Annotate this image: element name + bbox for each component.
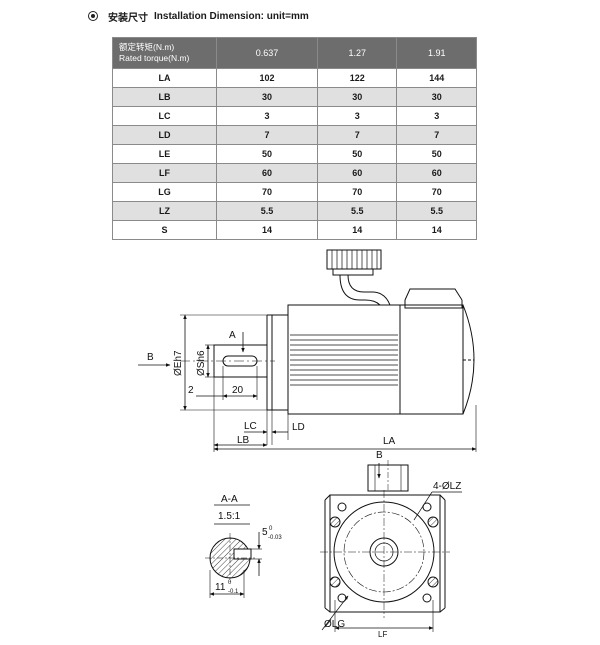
- dim-5-tol-lower: -0.03: [268, 535, 282, 541]
- header-cn: 额定转矩(N.m): [119, 42, 175, 52]
- connector-plug: [326, 249, 382, 276]
- flange: [271, 314, 289, 411]
- row-label: S: [112, 220, 217, 240]
- cell: 14: [316, 220, 398, 240]
- cell: 30: [396, 87, 477, 107]
- table-header-row: 额定转矩(N.m) Rated torque(N.m) 0.637 1.27 1…: [112, 37, 477, 69]
- cell: 50: [396, 144, 477, 164]
- section-heading: 安装尺寸 Installation Dimension: unit=mm: [88, 8, 309, 24]
- cell: 14: [216, 220, 318, 240]
- row-label: LB: [112, 87, 217, 107]
- side-view: [138, 249, 477, 452]
- dim-5-tol-upper: 0: [269, 526, 273, 532]
- header-col-1: 0.637: [216, 37, 318, 69]
- row-label: LC: [112, 106, 217, 126]
- cell: 14: [396, 220, 477, 240]
- row-label: LZ: [112, 201, 217, 221]
- cell: 30: [316, 87, 398, 107]
- header-rated-torque: 额定转矩(N.m) Rated torque(N.m): [112, 37, 217, 69]
- cell: 144: [396, 68, 477, 88]
- label-view-b: B: [147, 352, 154, 363]
- label-lc: LC: [244, 421, 257, 432]
- dim-11-label: 11: [215, 582, 226, 593]
- cell: 5.5: [216, 201, 318, 221]
- label-holes: 4-ØLZ: [433, 481, 461, 492]
- dim-11-tol-lower: -0.1: [228, 589, 239, 595]
- cable: [339, 274, 361, 301]
- cell: 30: [216, 87, 318, 107]
- cell: 50: [216, 144, 318, 164]
- dim-11-tol-upper: 0: [228, 580, 232, 586]
- cell: 60: [396, 163, 477, 183]
- cell: 70: [316, 182, 398, 202]
- label-dim-20: 20: [232, 385, 244, 396]
- cell: 7: [216, 125, 318, 145]
- motor-body: [287, 304, 464, 415]
- label-flange-dia: ØEh7: [173, 350, 184, 376]
- label-dim-2: 2: [188, 385, 194, 396]
- row-label: LG: [112, 182, 217, 202]
- label-la: LA: [383, 436, 396, 447]
- dim-5-label: 5: [262, 527, 268, 538]
- target-bullet-icon: [88, 11, 98, 21]
- front-view-labels: B 4-ØLZ ØLG LF: [324, 450, 461, 639]
- side-view-labels: A B ØEh7 ØSh6 2 20 LC LD LB LA: [147, 330, 396, 447]
- row-label: LA: [112, 68, 217, 88]
- header-col-3: 1.91: [396, 37, 477, 69]
- section-title: A-A: [221, 494, 238, 505]
- cell: 50: [316, 144, 398, 164]
- section-view: [205, 504, 262, 598]
- header-en: Rated torque(N.m): [119, 53, 190, 63]
- label-section-a: A: [229, 330, 236, 341]
- cell: 3: [216, 106, 318, 126]
- row-label: LD: [112, 125, 217, 145]
- square-flange: [329, 494, 441, 613]
- cooling-fins: [290, 334, 398, 386]
- row-label: LF: [112, 163, 217, 183]
- label-shaft-dia: ØSh6: [196, 350, 207, 376]
- cell: 3: [316, 106, 398, 126]
- heading-en: Installation Dimension: unit=mm: [154, 10, 309, 22]
- section-scale: 1.5:1: [218, 511, 241, 522]
- label-lf: LF: [378, 630, 387, 639]
- section-view-labels: A-A 1.5:1 5 0 -0.03 11 0 -0.1: [215, 494, 282, 595]
- heading-cn: 安装尺寸: [108, 12, 148, 24]
- cell: 7: [316, 125, 398, 145]
- label-ld: LD: [292, 422, 305, 433]
- front-view: [320, 460, 462, 632]
- dimension-table: 额定转矩(N.m) Rated torque(N.m) 0.637 1.27 1…: [112, 37, 477, 240]
- front-label-b: B: [376, 450, 383, 461]
- label-lb: LB: [237, 435, 250, 446]
- key-slot: [233, 548, 252, 560]
- label-lg: ØLG: [324, 619, 345, 630]
